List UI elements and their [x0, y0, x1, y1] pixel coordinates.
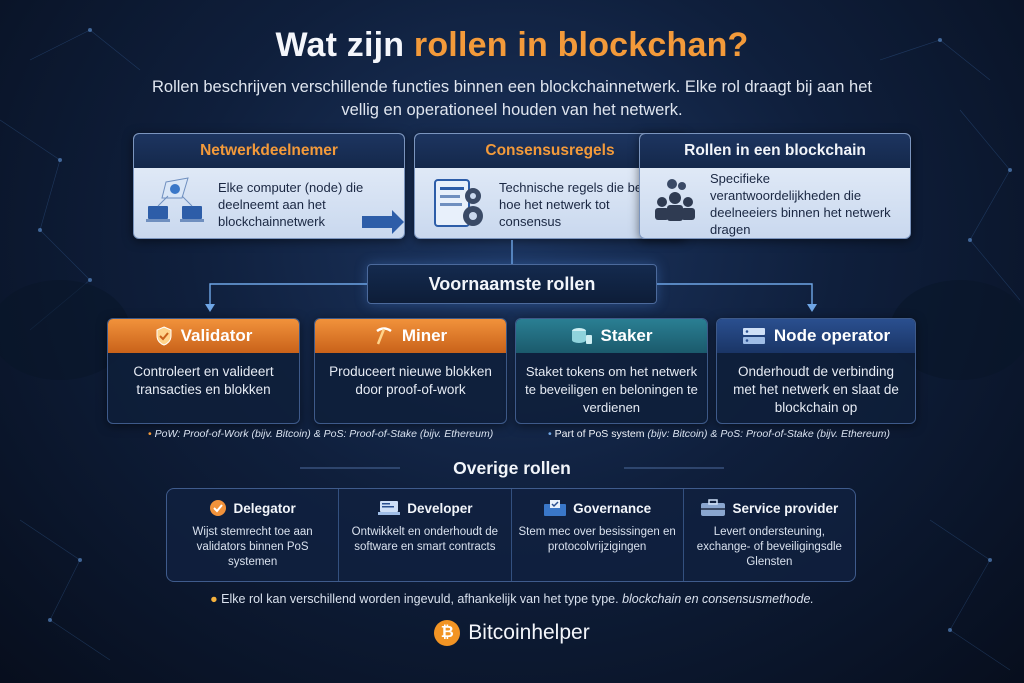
footnote-text: Elke rol kan verschillend worden ingevul… — [221, 592, 623, 606]
page-title: Wat zijn rollen in blockchan? — [0, 26, 1024, 65]
card-text: Specifieke verantwoordelijkheden die dee… — [710, 171, 891, 237]
card-netwerkdeelnemer: Netwerkdeelnemer Elke computer (node) di… — [133, 133, 405, 239]
card-title: Rollen in een blockchain — [640, 134, 910, 168]
role-text: Produceert nieuwe blokken door proof-of-… — [329, 364, 492, 397]
coins-stack-icon — [571, 328, 592, 344]
rules-document-icon — [434, 179, 483, 227]
other-role-text: Ontwikkelt en onderhoudt de software en … — [351, 526, 499, 553]
role-title: Node operator — [773, 326, 891, 345]
footnote-italic: blockchain en consensusmethode. — [622, 592, 814, 606]
bitcoin-coin-icon: ₿ — [434, 620, 461, 646]
role-card-node-operator: Node operator Onderhoudt de verbinding m… — [716, 318, 916, 424]
other-role-text: Wijst stemrecht toe aan validators binne… — [192, 526, 313, 568]
role-text: Onderhoudt de verbinding met het netwerk… — [733, 364, 899, 415]
other-role-title: Service provider — [732, 500, 839, 516]
card-title: Netwerkdeelnemer — [134, 134, 404, 168]
role-card-miner: Miner Produceert nieuwe blokken door pro… — [314, 318, 507, 424]
other-role-text: Levert ondersteuning, exchange- of bevei… — [696, 526, 842, 568]
title-prefix: Wat zijn — [275, 26, 414, 64]
role-card-staker: Staker Staket tokens om het netwerk te b… — [515, 318, 708, 424]
other-role-text: Stem mec over besissingen en protocolvri… — [518, 526, 676, 553]
pickaxe-icon — [376, 327, 392, 345]
title-accent: rollen in blockchan? — [413, 26, 749, 64]
card-text: Elke computer (node) die deelneemt aan h… — [218, 179, 364, 229]
note-right-text: (bijv: Bitcoin) & PoS: Proof-of-Stake (b… — [644, 428, 890, 440]
ballot-icon — [544, 500, 567, 516]
note-part-of-pos: • Part of PoS system (bijv: Bitcoin) & P… — [548, 428, 890, 440]
network-icon — [146, 177, 204, 222]
main-roles-title: Voornaamste rollen — [367, 264, 657, 304]
other-role-developer: Developer Ontwikkelt en onderhoudt de so… — [339, 489, 512, 581]
delegator-badge-icon — [210, 500, 227, 516]
card-text: Technische regels die bepalen hoe het ne… — [499, 179, 674, 229]
other-role-title: Developer — [407, 500, 473, 516]
role-card-validator: Validator Controleert en valideert trans… — [107, 318, 300, 424]
role-text: Staket tokens om het netwerk te beveilig… — [525, 364, 698, 415]
note-right-label: Part of PoS system — [554, 428, 645, 440]
role-text: Controleert en valideert transacties en … — [133, 364, 274, 397]
laptop-code-icon — [378, 501, 401, 515]
other-role-delegator: Delegator Wijst stemrecht toe aan valida… — [167, 489, 340, 581]
people-gears-icon — [655, 179, 695, 221]
card-rollen-in-een-blockchain: Rollen in een blockchain Specifieke vera… — [639, 133, 911, 239]
other-role-title: Governance — [573, 500, 652, 516]
other-role-governance: Governance Stem mec over besissingen en … — [512, 489, 684, 581]
brand-logo: ₿ Bitcoinhelper — [0, 620, 1024, 646]
footnote: ● Elke rol kan verschillend worden ingev… — [0, 592, 1024, 606]
other-roles-panel: Delegator Wijst stemrecht toe aan valida… — [166, 488, 856, 582]
brand-name: Bitcoinhelper — [468, 621, 590, 644]
role-title: Staker — [600, 326, 653, 345]
lightbulb-icon: ● — [210, 592, 218, 606]
other-role-service-provider: Service provider Levert ondersteuning, e… — [684, 489, 855, 581]
role-title: Miner — [401, 326, 448, 345]
other-roles-title: Overige rollen — [453, 458, 571, 478]
role-title: Validator — [180, 326, 253, 345]
server-icon — [742, 328, 765, 344]
shield-icon — [156, 326, 172, 346]
briefcase-icon — [701, 499, 726, 516]
note-pow-pos: • PoW: Proof-of-Work (bijv. Bitcoin) & P… — [148, 428, 494, 440]
note-left-text: PoW: Proof-of-Work (bijv. Bitcoin) & PoS… — [154, 428, 494, 440]
other-role-title: Delegator — [233, 500, 296, 516]
page-subtitle: Rollen beschrijven verschillende functie… — [151, 78, 872, 119]
